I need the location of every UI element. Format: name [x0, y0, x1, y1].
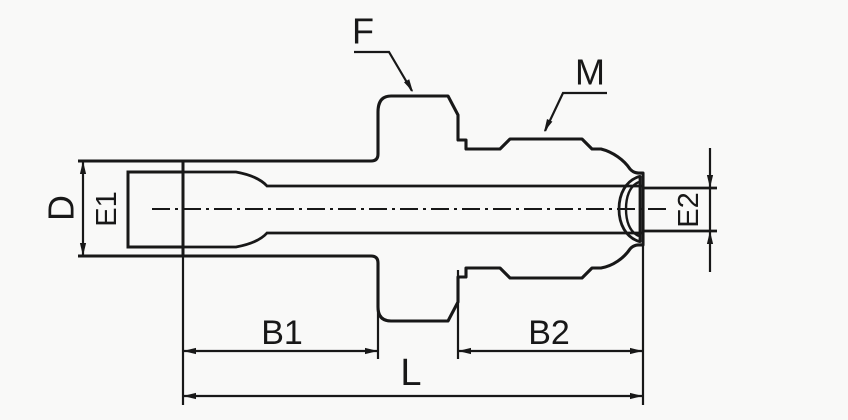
- dim-label-E2: E2: [673, 192, 705, 227]
- arrowhead-L-left: [183, 392, 196, 400]
- dim-label-D: D: [41, 195, 82, 221]
- arrowhead-B1-right: [365, 347, 378, 355]
- dim-label-B1: B1: [261, 314, 303, 352]
- dim-label-F: F: [352, 11, 374, 52]
- arrowhead-B2-left: [458, 347, 471, 355]
- arrowhead-L-right: [630, 392, 643, 400]
- dim-label-L: L: [400, 352, 421, 394]
- arrowhead-F-leader: [404, 79, 413, 92]
- arrowhead-D-top: [79, 161, 87, 174]
- arrowhead-B1-left: [183, 347, 196, 355]
- arrowhead-M-leader: [544, 119, 553, 132]
- dim-label-M: M: [575, 52, 605, 93]
- dim-B1: [184, 308, 380, 359]
- leader-F: [354, 50, 413, 92]
- dim-label-E1: E1: [91, 191, 123, 226]
- linework: [78, 50, 717, 405]
- arrowhead-B2-right: [630, 347, 643, 355]
- arrowhead-E2-bottom: [706, 231, 714, 244]
- dim-label-B2: B2: [528, 314, 570, 352]
- arrowhead-D-bottom: [79, 243, 87, 256]
- arrowhead-E2-top: [706, 175, 714, 188]
- socket-stub-outline: [126, 170, 183, 249]
- inner-bore-bottom-line: [183, 231, 642, 249]
- arrowheads-and-labels: D E1 E2 F M B1 B2 L: [41, 11, 714, 400]
- inner-bore-top-line: [183, 170, 642, 188]
- leader-M: [544, 91, 607, 132]
- dim-B2: [456, 270, 642, 359]
